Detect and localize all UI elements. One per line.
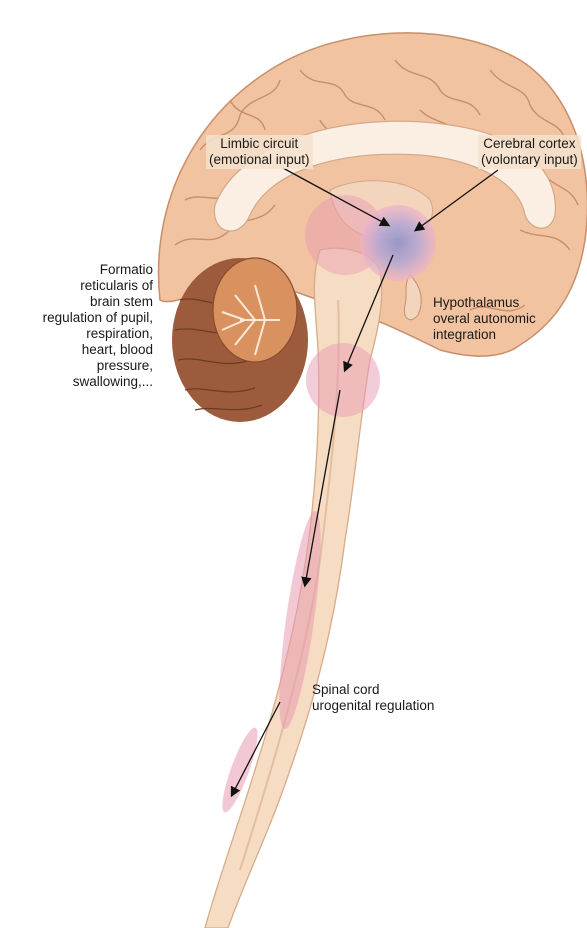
limbic-line-1: Limbic circuit	[209, 136, 310, 152]
limbic-circuit-label: Limbic circuit (emotional input)	[206, 135, 313, 169]
formatio-line-2: reticularis of	[0, 278, 153, 294]
cerebral-cortex-label: Cerebral cortex (volontary input)	[478, 135, 581, 169]
spinal-cord-label: Spinal cord urogenital regulation	[312, 682, 434, 714]
formatio-line-6: heart, blood	[0, 342, 153, 358]
formatio-line-4: regulation of pupil,	[0, 310, 153, 326]
spinal-line-1: Spinal cord	[312, 682, 434, 698]
formatio-line-3: brain stem	[0, 294, 153, 310]
formatio-line-5: respiration,	[0, 326, 153, 342]
formatio-line-7: pressure,	[0, 358, 153, 374]
hypothalamus-line-1: Hypothalamus	[433, 295, 536, 311]
hypothalamus-label: Hypothalamus overal autonomic integratio…	[433, 295, 536, 343]
cortex-line-2: (volontary input)	[481, 152, 578, 168]
limbic-line-2: (emotional input)	[209, 152, 310, 168]
formatio-line-8: swallowing,...	[0, 374, 153, 390]
brainstem-highlight	[306, 343, 380, 417]
hypothalamus-line-2: overal autonomic	[433, 311, 536, 327]
cortex-line-1: Cerebral cortex	[481, 136, 578, 152]
spinal-line-2: urogenital regulation	[312, 698, 434, 714]
cerebellum	[172, 258, 308, 422]
hypothalamus-line-3: integration	[433, 327, 536, 343]
formatio-line-1: Formatio	[0, 262, 153, 278]
formatio-reticularis-label: Formatio reticularis of brain stem regul…	[0, 262, 153, 390]
